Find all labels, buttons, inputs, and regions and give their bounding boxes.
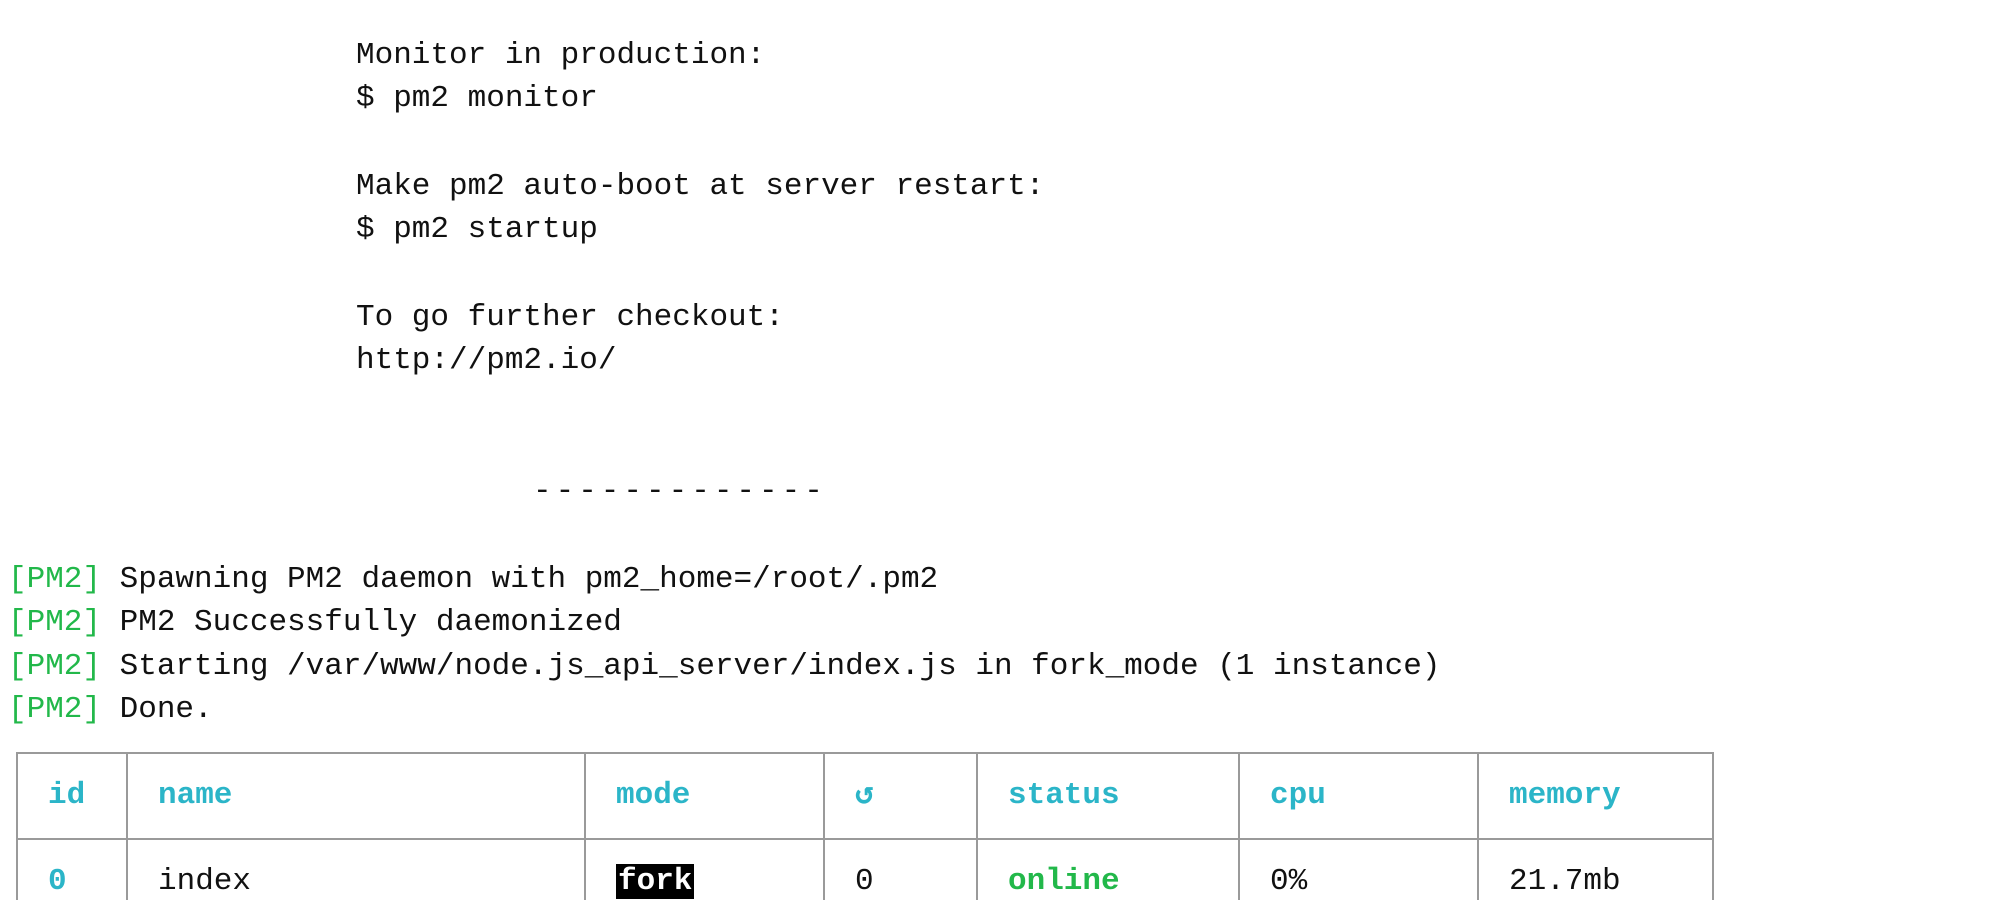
table-header-divider: [16, 838, 1714, 840]
log-tag: [PM2]: [8, 605, 102, 640]
table-border-top: [16, 752, 1714, 754]
col-divider: [1238, 752, 1240, 900]
log-text: PM2 Successfully daemonized: [101, 605, 622, 640]
monitor-command: $ pm2 monitor: [356, 81, 598, 116]
process-table: id name mode ↺ status cpu memory 0 index…: [16, 752, 1714, 900]
log-line: [PM2] Spawning PM2 daemon with pm2_home=…: [8, 560, 938, 600]
header-status: status: [1008, 778, 1120, 813]
log-text: Starting /var/www/node.js_api_server/ind…: [101, 649, 1441, 684]
log-line: [PM2] PM2 Successfully daemonized: [8, 603, 622, 643]
log-line: [PM2] Done.: [8, 690, 213, 730]
row-cpu: 0%: [1270, 864, 1308, 899]
log-tag: [PM2]: [8, 649, 102, 684]
header-id: id: [48, 778, 86, 813]
startup-label: Make pm2 auto-boot at server restart:: [356, 169, 1045, 204]
header-mode: mode: [616, 778, 691, 813]
header-memory: memory: [1509, 778, 1621, 813]
log-text: Done.: [101, 692, 213, 727]
col-divider: [1712, 752, 1714, 900]
log-tag: [PM2]: [8, 692, 102, 727]
col-divider: [584, 752, 586, 900]
row-memory: 21.7mb: [1509, 864, 1621, 899]
header-restarts-icon: ↺: [855, 778, 874, 813]
header-name: name: [158, 778, 233, 813]
separator: -------------: [533, 474, 827, 509]
row-mode: fork: [616, 862, 695, 902]
pm2-url[interactable]: http://pm2.io/: [356, 343, 617, 378]
col-divider: [1477, 752, 1479, 900]
log-tag: [PM2]: [8, 562, 102, 597]
col-divider: [976, 752, 978, 900]
col-divider: [126, 752, 128, 900]
further-label: To go further checkout:: [356, 300, 784, 335]
row-restarts: 0: [855, 864, 874, 899]
row-id: 0: [48, 864, 67, 899]
mode-badge: fork: [616, 864, 695, 899]
log-text: Spawning PM2 daemon with pm2_home=/root/…: [101, 562, 939, 597]
startup-command: $ pm2 startup: [356, 212, 598, 247]
col-divider: [16, 752, 18, 900]
monitor-label: Monitor in production:: [356, 38, 766, 73]
header-cpu: cpu: [1270, 778, 1326, 813]
row-name: index: [158, 864, 252, 899]
col-divider: [823, 752, 825, 900]
row-status: online: [1008, 864, 1120, 899]
log-line: [PM2] Starting /var/www/node.js_api_serv…: [8, 647, 1440, 687]
